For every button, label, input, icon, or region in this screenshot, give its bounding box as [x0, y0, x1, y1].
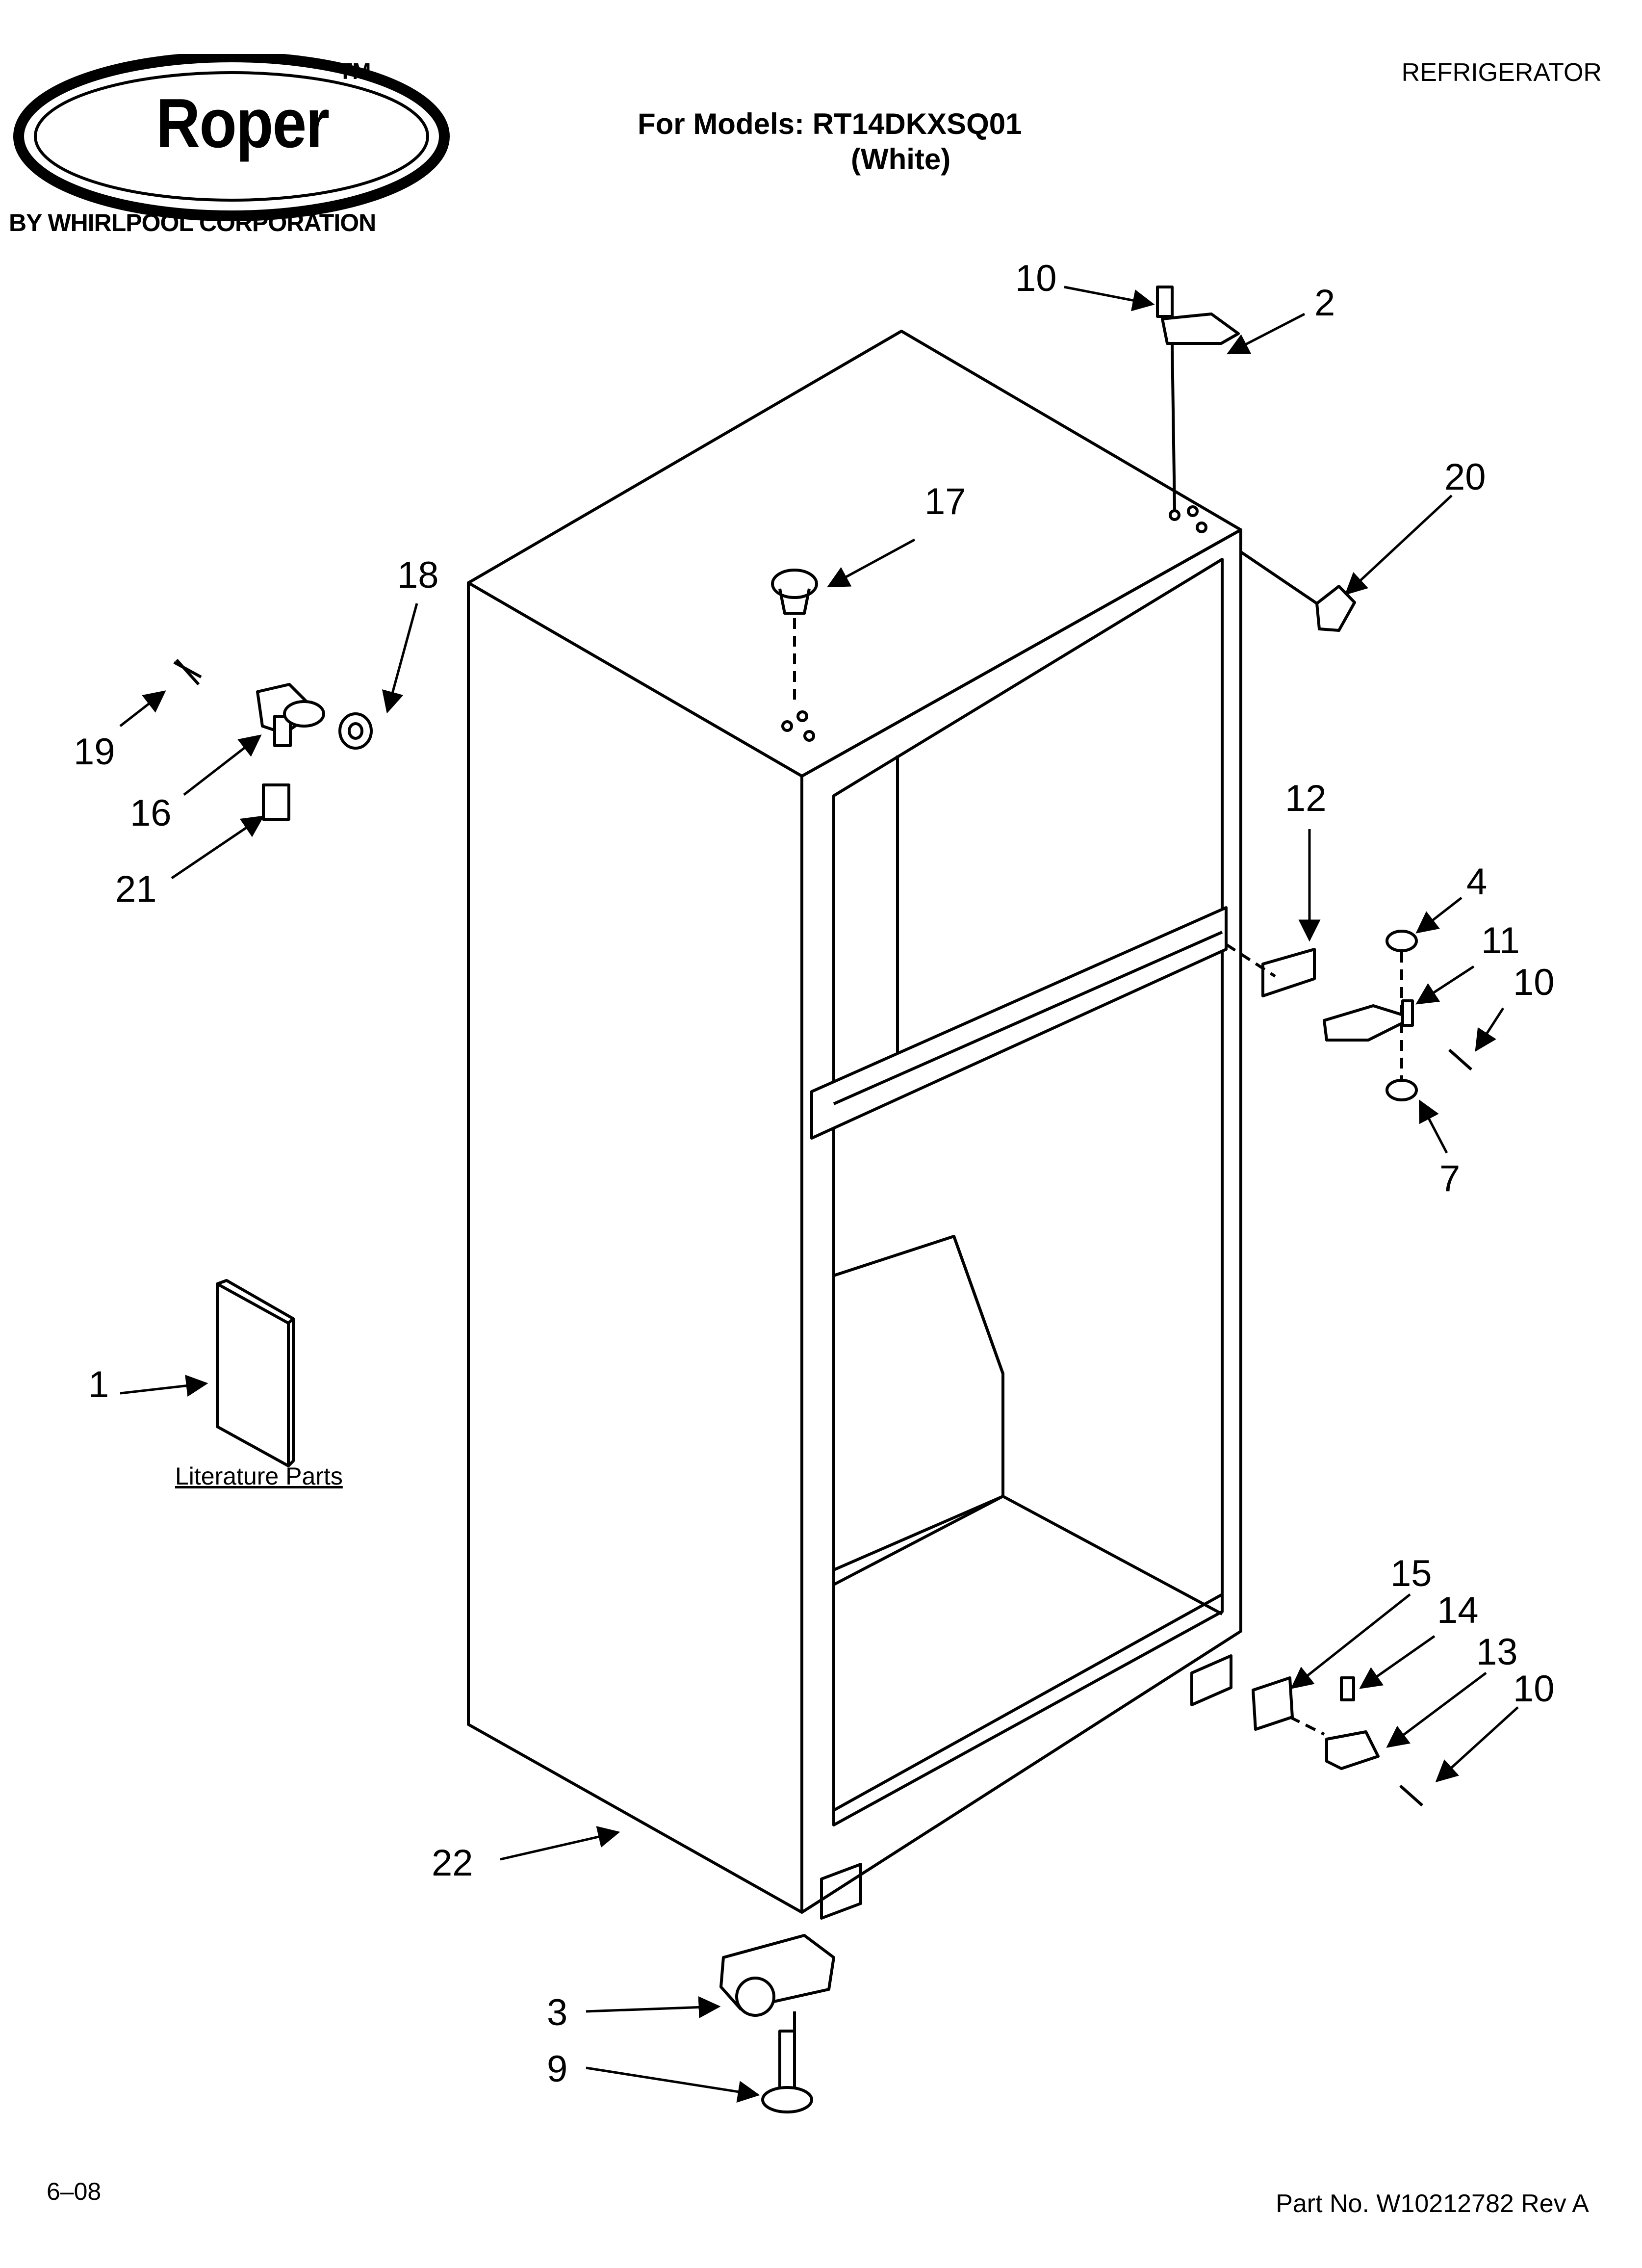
category-label: REFRIGERATOR [1401, 58, 1602, 87]
leader-4 [1415, 897, 1462, 934]
callout-10-mid: 10 [1513, 962, 1555, 1003]
leader-18 [382, 603, 418, 714]
callout-12: 12 [1285, 778, 1327, 819]
leader-17 [827, 538, 916, 588]
logo-wordmark: Roper [156, 84, 330, 162]
callout-3: 3 [547, 1992, 568, 2033]
freezer-step [952, 1235, 1004, 1375]
callout-10-top: 10 [1015, 258, 1057, 299]
top-plug [771, 569, 818, 742]
leader-19 [119, 690, 166, 727]
leader-20 [1344, 495, 1453, 596]
divider-rail-lip [833, 931, 1223, 1105]
literature-parts-label: Literature Parts [175, 1462, 343, 1490]
callout-21: 21 [115, 868, 157, 910]
literature-book [216, 1279, 295, 1467]
leader-14 [1359, 1635, 1436, 1689]
cabinet-left-side [467, 581, 803, 1914]
bottom-bracket [820, 1863, 862, 1920]
leader-11 [1415, 965, 1475, 1005]
callout-22: 22 [432, 1842, 473, 1884]
callout-2: 2 [1314, 282, 1335, 324]
callout-20: 20 [1444, 456, 1486, 498]
revision-date: 6–08 [47, 2178, 102, 2205]
leader-9 [586, 2066, 760, 2103]
color-line: (White) [851, 143, 951, 176]
bottom-rail [833, 1593, 1223, 1812]
leader-2 [1227, 313, 1306, 355]
roper-logo [10, 52, 451, 240]
cabinet-front-frame [801, 528, 1242, 1914]
leader-10-bottom [1435, 1706, 1519, 1783]
callout-16: 16 [130, 792, 172, 834]
callout-4: 4 [1466, 861, 1488, 903]
crisper-shelf [833, 1495, 1223, 1616]
part-number: Part No. W10212782 Rev A [1276, 2190, 1589, 2218]
leader-21 [171, 815, 264, 880]
logo-trademark: TM [338, 58, 371, 84]
callout-14: 14 [1437, 1590, 1479, 1631]
bottom-right-bracket [1190, 1654, 1232, 1706]
callout-19: 19 [74, 731, 115, 773]
cabinet [467, 330, 1242, 1920]
top-hinge-cover [1240, 550, 1356, 632]
roller-assembly [719, 1934, 835, 2113]
callout-1: 1 [88, 1364, 109, 1406]
leader-7 [1418, 1099, 1448, 1154]
callout-13: 13 [1476, 1631, 1518, 1673]
leader-22 [500, 1826, 620, 1861]
leader-10-top [1064, 286, 1155, 312]
leader-13 [1386, 1672, 1487, 1748]
models-line: For Models: RT14DKXSQ01 [638, 107, 1022, 140]
freezer-floor [833, 1235, 1004, 1571]
callout-17: 17 [924, 481, 966, 522]
top-hinge [1156, 286, 1240, 533]
logo-subline: BY WHIRLPOOL CORPORATION [9, 209, 376, 236]
callout-15: 15 [1390, 1553, 1432, 1594]
bottom-hinge-parts [1252, 1676, 1423, 1807]
left-hinge-parts [173, 658, 373, 821]
leader-3 [586, 1996, 721, 2018]
center-hinge-parts [1225, 930, 1472, 1101]
leader-15 [1290, 1593, 1411, 1689]
logo-outer-oval [13, 52, 450, 221]
leader-10-mid [1475, 1007, 1505, 1052]
callout-10-bottom: 10 [1513, 1668, 1555, 1710]
leader-1 [120, 1375, 208, 1397]
callout-11: 11 [1481, 920, 1520, 962]
cabinet-inner-opening [832, 558, 1224, 1826]
logo-inner-oval [34, 71, 429, 202]
callout-18: 18 [397, 554, 439, 596]
callout-9: 9 [547, 2048, 568, 2090]
callout-7: 7 [1439, 1158, 1461, 1199]
leader-16 [183, 734, 262, 796]
